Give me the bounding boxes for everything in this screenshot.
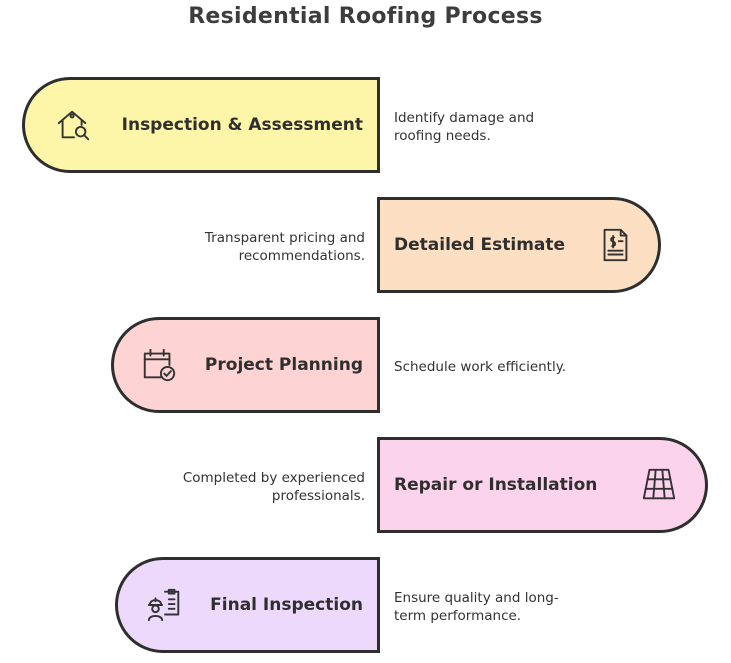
step-inspection-assessment: Inspection & Assessment [22,77,380,173]
step-project-planning: Project Planning [111,317,380,413]
step-description: Transparent pricing and recommendations. [204,230,365,264]
step-description: Ensure quality and long- term performanc… [394,590,559,624]
step-description: Identify damage and roofing needs. [394,110,535,144]
step-label: Project Planning [204,355,363,375]
step-label: Inspection & Assessment [121,115,363,135]
page-title: Residential Roofing Process [188,4,543,29]
step-description: Completed by experienced professionals. [182,470,365,504]
roof-tiles-icon [642,468,676,500]
house-search-icon [57,110,90,141]
step-label: Repair or Installation [394,475,598,495]
step-repair-installation: Repair or Installation [377,437,708,533]
step-description: Schedule work efficiently. [394,359,567,375]
calendar-check-icon [143,348,176,382]
step-detailed-estimate: Detailed Estimate [377,197,661,293]
worker-checklist-icon [147,588,180,622]
step-final-inspection: Final Inspection [115,557,380,653]
step-label: Detailed Estimate [394,235,566,255]
invoice-icon [603,228,628,262]
step-label: Final Inspection [210,595,363,615]
